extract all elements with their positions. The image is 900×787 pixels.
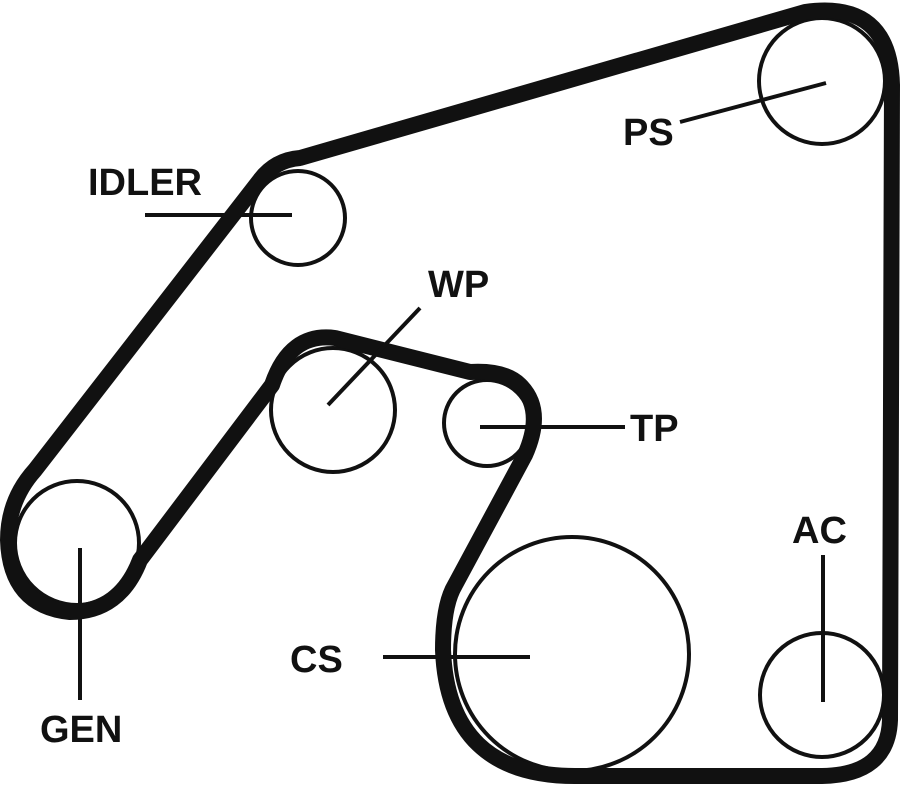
pulley-cs [453,535,691,773]
label-gen: GEN [40,709,122,751]
label-idler: IDLER [88,162,202,204]
label-wp: WP [428,264,489,306]
leader-wp [326,306,422,407]
label-tp: TP [630,408,679,450]
pulley-ps [757,16,887,146]
pulley-idler [249,169,347,267]
leader-ps [679,81,827,124]
pulley-wp [269,346,397,474]
label-ps: PS [623,112,674,154]
label-cs: CS [290,639,343,681]
label-ac: AC [792,510,847,552]
